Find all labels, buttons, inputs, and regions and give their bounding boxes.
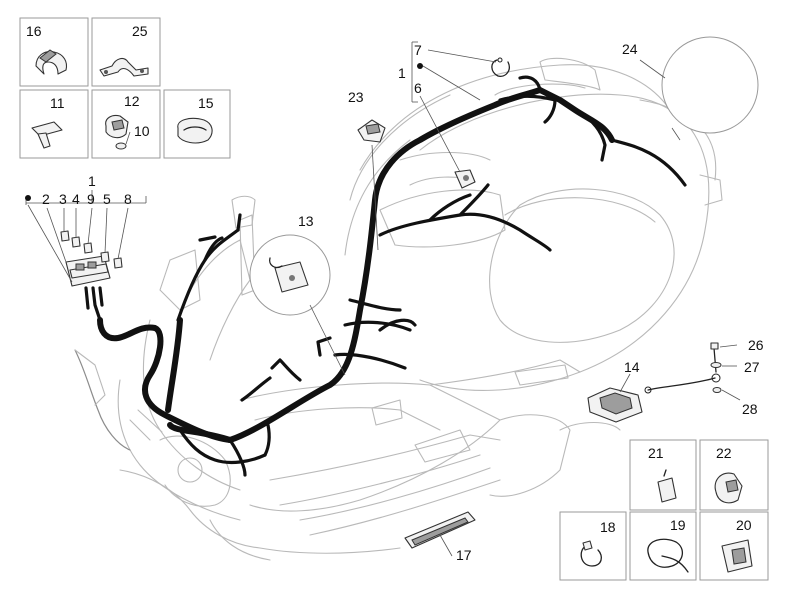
label-25: 25	[132, 23, 148, 39]
label-12: 12	[124, 93, 140, 109]
label-27: 27	[744, 359, 760, 375]
fuses	[60, 230, 123, 269]
wiring-harness	[84, 75, 687, 477]
label-7: 7	[414, 42, 422, 58]
label-3: 3	[59, 191, 67, 207]
label-14: 14	[624, 359, 640, 375]
label-28: 28	[742, 401, 758, 417]
cover-14	[587, 387, 643, 423]
label-11: 11	[50, 95, 65, 111]
strip-17	[404, 511, 476, 549]
label-18: 18	[600, 519, 616, 535]
label-1-left: 1	[88, 173, 96, 189]
connector-6	[454, 169, 476, 189]
label-23: 23	[348, 89, 364, 105]
inset-box-21	[629, 439, 697, 511]
inset-box-11	[19, 89, 89, 159]
label-9: 9	[87, 191, 95, 207]
label-10: 10	[134, 123, 150, 139]
callout-labels: 1 2 3 4 9 5 8 7 1 6 16 25 11 12 10 15 23…	[25, 23, 764, 563]
label-4: 4	[72, 191, 80, 207]
label-20: 20	[736, 517, 752, 533]
label-6: 6	[414, 80, 422, 96]
detail-circle-13	[249, 234, 331, 316]
ground-cable	[644, 342, 722, 394]
clip-7	[491, 57, 510, 77]
inset-box-12-10	[91, 89, 161, 159]
label-8: 8	[124, 191, 132, 207]
bullet-top	[417, 63, 423, 69]
label-19: 19	[670, 517, 686, 533]
label-13: 13	[298, 213, 314, 229]
bracket-23	[357, 119, 386, 143]
leader-lines	[25, 41, 741, 557]
inset-box-16	[19, 17, 89, 87]
label-24: 24	[622, 41, 638, 57]
label-15: 15	[198, 95, 214, 111]
inset-box-25	[91, 17, 161, 87]
inset-box-20	[699, 511, 769, 581]
label-22: 22	[716, 445, 732, 461]
label-21: 21	[648, 445, 664, 461]
bullet-left	[25, 195, 31, 201]
label-2: 2	[42, 191, 50, 207]
inset-box-22	[699, 439, 769, 511]
label-17: 17	[456, 547, 472, 563]
inset-box-15	[163, 89, 231, 159]
scooter-body-outline	[74, 57, 723, 561]
inset-box-18	[559, 511, 627, 581]
label-5: 5	[103, 191, 111, 207]
label-1-top: 1	[398, 65, 406, 81]
label-16: 16	[26, 23, 42, 39]
detail-circle-24	[661, 36, 759, 134]
inset-box-19	[629, 511, 697, 581]
label-26: 26	[748, 337, 764, 353]
